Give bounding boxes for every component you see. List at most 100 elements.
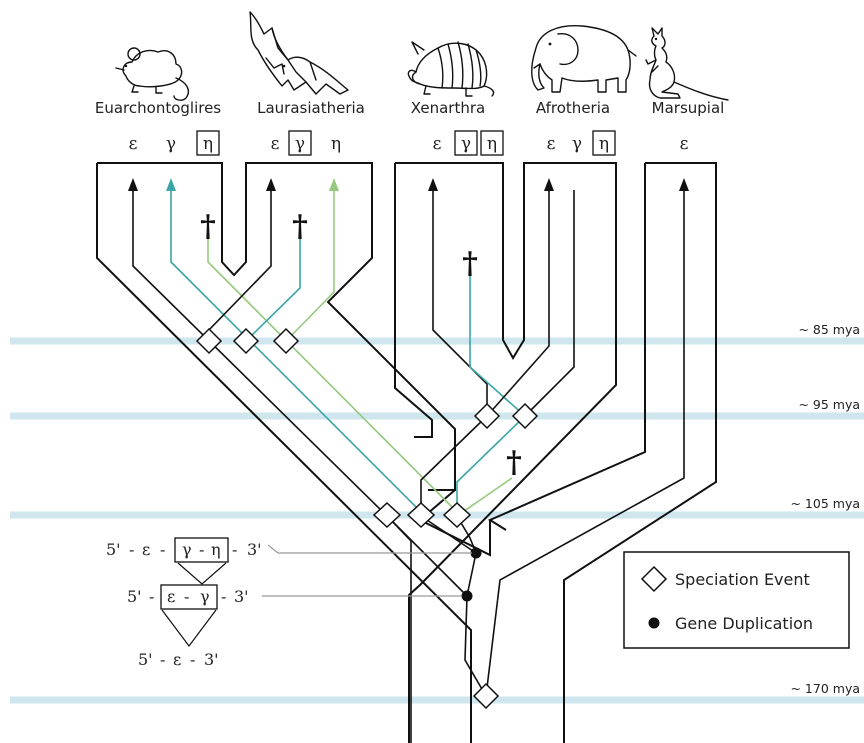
marsupial-inner (487, 163, 646, 531)
gene-epsilon-afro: ε (547, 134, 556, 154)
time-label-105: ~ 105 mya (790, 496, 860, 511)
gene-gamma-afro: γ (572, 134, 582, 154)
taxon-label-afrotheria: Afrotheria (536, 99, 610, 117)
mouse-icon (115, 47, 190, 101)
boreoeutheria-inner (96, 163, 472, 743)
legend: Speciation Event Gene Duplication (623, 551, 850, 649)
speciation-event-diamond (473, 402, 501, 430)
armadillo-icon (407, 41, 495, 97)
locus-expansion-2 (161, 609, 217, 647)
species-tree (96, 162, 717, 743)
arrow-euarch-epsilon (128, 178, 138, 191)
speciation-event-diamond (232, 327, 260, 355)
arrow-euarch-gamma (166, 178, 176, 191)
speciation-events (195, 327, 539, 710)
taxon-label-marsupial: Marsupial (652, 99, 725, 117)
locus-row2-box (160, 584, 218, 610)
time-label-95: ~ 95 mya (798, 397, 860, 412)
legend-box (623, 551, 850, 649)
legend-dot-icon (648, 617, 660, 629)
gene-losses: † † † † (200, 209, 522, 480)
arrow-laur-eta (329, 178, 339, 191)
time-labels: ~ 85 mya ~ 95 mya ~ 105 mya ~ 170 mya (790, 322, 860, 696)
locus-row2-5prime: 5' (127, 587, 142, 606)
gene-duplication-dot (470, 547, 482, 559)
lineage-xen-epsilon (432, 190, 488, 416)
boreo-to-atlanto-link (418, 489, 491, 557)
gene-eta-euarch: η (203, 134, 213, 154)
gene-box-eta-xen (480, 130, 504, 156)
legend-speciation-label: Speciation Event (675, 570, 810, 589)
locus-row3-dash: - (160, 650, 165, 669)
locus-row1-3prime: 3' (247, 540, 262, 559)
lineage-atlanto-eta-stem (456, 477, 513, 517)
arrow-afro-epsilon (544, 178, 554, 191)
locus-row2-gamma: γ (200, 587, 210, 606)
locus-row1-gamma: γ (182, 540, 192, 559)
locus-row2-3prime: 3' (234, 587, 249, 606)
locus-row1-eta: η (211, 540, 221, 559)
gene-eta-laur: η (331, 134, 341, 154)
leader-line-duplication-2 (267, 544, 472, 554)
lineage-marsupial-epsilon (485, 190, 685, 697)
taxon-labels: Euarchontoglires Laurasiatheria Xenarthr… (95, 99, 724, 117)
gene-gamma-xen: γ (461, 134, 471, 154)
locus-row1-dash: - (199, 540, 204, 559)
locus-row3-dash: - (190, 650, 195, 669)
speciation-event-diamond (195, 327, 223, 355)
locus-row3-5prime: 5' (138, 650, 153, 669)
locus-row3-3prime: 3' (204, 650, 219, 669)
locus-row2-epsilon: ε (167, 587, 175, 606)
lineage-afro-epsilon (486, 190, 550, 417)
xenarthra-inner (394, 163, 433, 438)
locus-row1-5prime: 5' (106, 540, 121, 559)
xenarthra-afrotheria-outer (395, 162, 617, 743)
locus-row1-dash: - (232, 540, 237, 559)
boreoeutheria-outer (97, 162, 456, 491)
lineage-xen-gamma (469, 270, 526, 417)
locus-row1-dash: - (129, 540, 134, 559)
locus-row3-epsilon: ε (173, 650, 181, 669)
speciation-event-diamond (372, 501, 402, 529)
locus-row2-dash: - (149, 587, 154, 606)
speciation-event-diamond (472, 682, 500, 710)
locus-row1-dash: - (160, 540, 165, 559)
gene-epsilon-xen: ε (433, 134, 442, 154)
taxon-label-laurasiatheria: Laurasiatheria (257, 99, 365, 117)
legend-duplication-label: Gene Duplication (675, 614, 813, 633)
lineage-laur-gamma (245, 235, 301, 342)
lineage-laur-eta (285, 190, 335, 342)
kangaroo-icon (645, 27, 729, 101)
arrow-marsupial-epsilon (679, 178, 689, 191)
speciation-event-diamond (442, 501, 472, 529)
loss-euarch-eta-icon: † (200, 209, 216, 244)
gene-duplication-dot (461, 590, 473, 602)
gene-epsilon-laur: ε (271, 134, 280, 154)
duplication-events (461, 547, 482, 602)
locus-row2-dash: - (184, 587, 189, 606)
gene-symbol-row: ε γ η ε γ η ε γ η ε γ η ε (129, 130, 689, 156)
lineage-duplication-backbone (456, 515, 487, 697)
lineage-laur-epsilon (208, 190, 272, 341)
locus-row1-epsilon: ε (142, 540, 150, 559)
marsupial-outer (563, 162, 717, 743)
gene-epsilon-euarch: ε (129, 134, 138, 154)
taxon-label-xenarthra: Xenarthra (411, 99, 485, 117)
taxon-label-euarchontoglires: Euarchontoglires (95, 99, 221, 117)
bat-icon (249, 11, 349, 95)
time-label-85: ~ 85 mya (798, 322, 860, 337)
gene-eta-afro: η (599, 134, 609, 154)
gene-epsilon-marsupial: ε (680, 134, 689, 154)
loss-laur-gamma-icon: † (292, 209, 308, 244)
locus-expansion-1 (177, 562, 227, 585)
gene-locus-diagram: 5' - ε - γ - η - 3' 5' - ε - γ - 3' 5' -… (106, 537, 262, 669)
lineage-afro-gamma (524, 190, 575, 417)
gene-box-gamma-xen (454, 130, 478, 156)
time-label-170: ~ 170 mya (790, 681, 860, 696)
gene-box-eta-afro (592, 130, 616, 156)
speciation-event-diamond (272, 327, 300, 355)
legend-diamond-icon (640, 565, 668, 593)
time-bands (10, 337, 864, 704)
lineage-euarch-eta (207, 235, 458, 513)
locus-row2-dash: - (221, 587, 226, 606)
